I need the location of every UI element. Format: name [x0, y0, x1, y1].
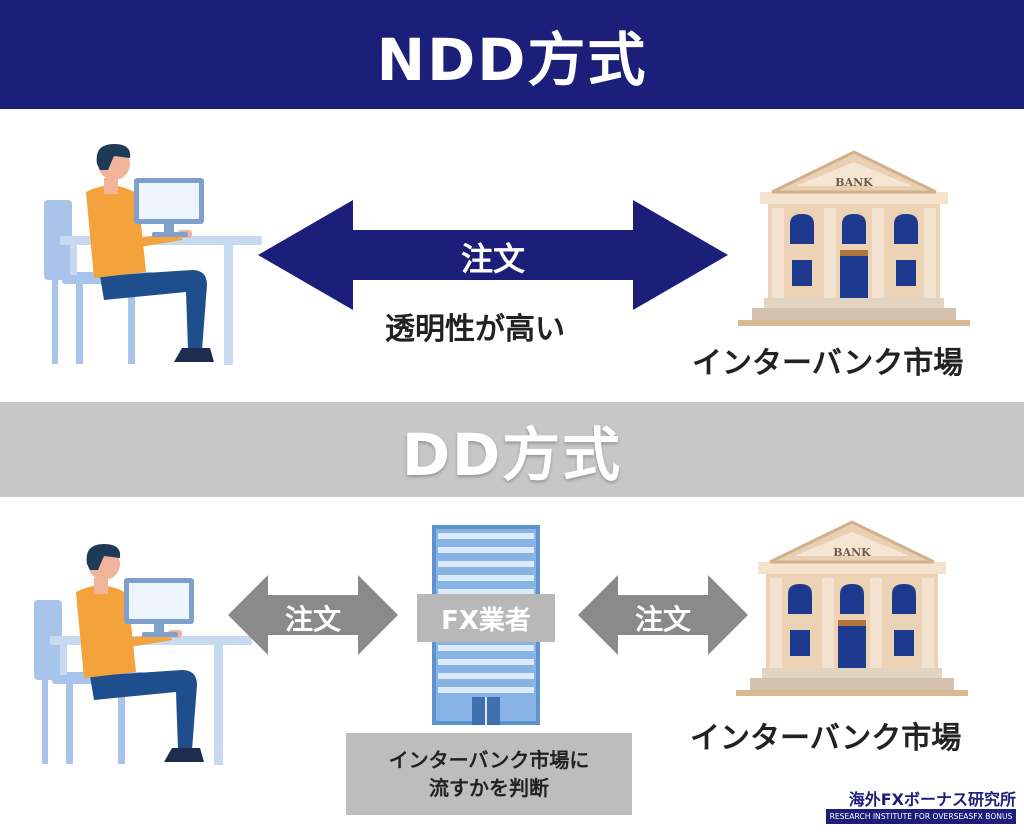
- brand-tagline: RESEARCH INSTITUTE FOR OVERSEASFX BONUS: [826, 809, 1016, 824]
- brand-logo: 海外FXボーナス研究所 RESEARCH INSTITUTE FOR OVERS…: [820, 786, 1016, 826]
- ndd-trader-icon: [44, 144, 262, 365]
- dd-bank-sign: BANK: [833, 546, 871, 559]
- dd-market-label: インターバンク市場: [690, 721, 962, 756]
- dd-broker-label: FX業者: [417, 594, 555, 642]
- dd-judgment-box: インターバンク市場に 流すかを判断: [346, 733, 632, 815]
- ndd-title: NDD方式: [376, 25, 648, 94]
- ndd-double-arrow: [258, 200, 728, 310]
- ndd-header-band: NDD方式: [0, 0, 1024, 109]
- dd-right-double-arrow: [578, 575, 748, 655]
- ndd-market-label: インターバンク市場: [692, 346, 964, 381]
- ndd-bank-sign: BANK: [835, 176, 873, 189]
- ndd-transparency-label: 透明性が高い: [385, 312, 565, 347]
- dd-header-band: DD方式: [0, 402, 1024, 497]
- dd-judgment-line2: 流すかを判断: [429, 776, 549, 800]
- brand-name: 海外FXボーナス研究所: [848, 790, 1016, 809]
- dd-right-order-label: 注文: [634, 603, 691, 636]
- ndd-order-label: 注文: [460, 240, 525, 278]
- dd-judgment-line1: インターバンク市場に: [388, 748, 590, 772]
- dd-left-double-arrow: [228, 575, 398, 655]
- dd-left-order-label: 注文: [284, 603, 341, 636]
- dd-title: DD方式: [401, 420, 623, 489]
